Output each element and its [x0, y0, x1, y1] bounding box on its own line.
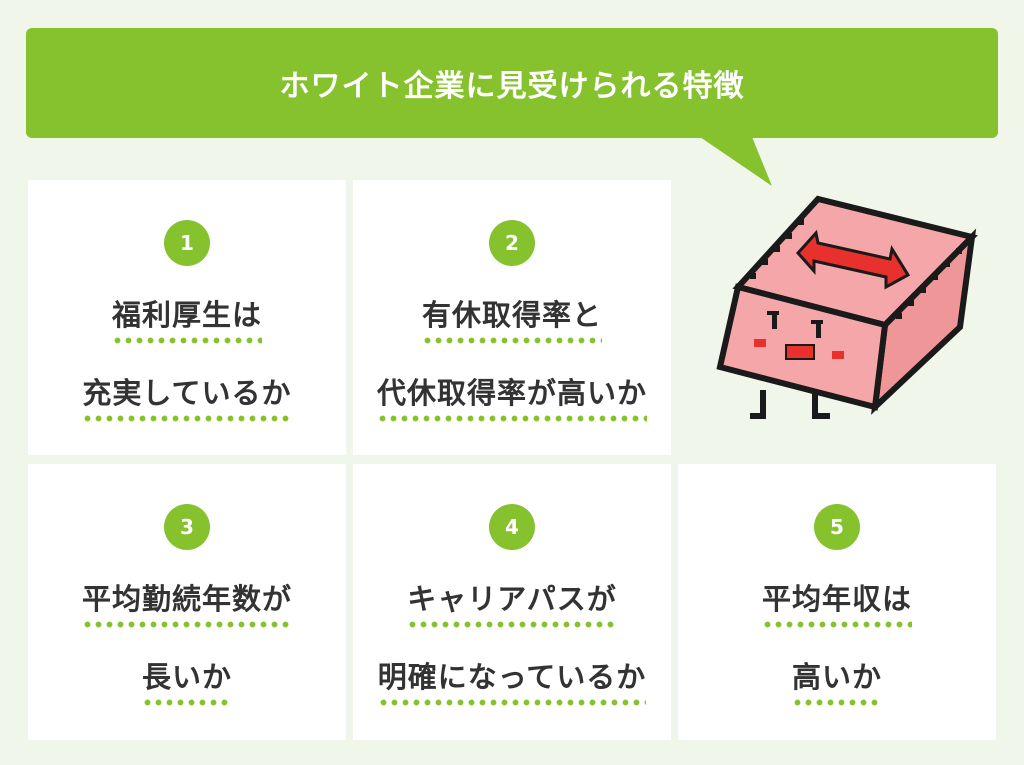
- number-badge: 1: [164, 220, 210, 266]
- number-badge: 5: [814, 504, 860, 550]
- feature-text-line-1: 平均勤続年数が: [81, 576, 292, 628]
- feature-text-line-2: 代休取得率が高いか: [376, 370, 647, 422]
- feature-text-line-2: 高いか: [791, 654, 882, 706]
- feature-card-3: 3 平均勤続年数が 長いか: [28, 464, 346, 740]
- feature-card-4: 4 キャリアパスが 明確になっているか: [353, 464, 671, 740]
- feature-text-line-2: 明確になっているか: [377, 654, 647, 706]
- feature-text-line-2: 長いか: [141, 654, 232, 706]
- number-badge: 2: [489, 220, 535, 266]
- pink-box-character-icon: [716, 195, 978, 419]
- feature-text-line-2: 充実しているか: [82, 370, 292, 422]
- feature-card-5: 5 平均年収は 高いか: [678, 464, 996, 740]
- feature-card-1: 1 福利厚生は 充実しているか: [28, 180, 346, 455]
- feature-text-line-1: 福利厚生は: [111, 292, 262, 344]
- page-title: ホワイト企業に見受けられる特徴: [279, 69, 745, 104]
- feature-text-line-1: キャリアパスが: [407, 576, 617, 628]
- feature-text-line-1: 平均年収は: [761, 576, 912, 628]
- feature-text-line-1: 有休取得率と: [421, 292, 602, 344]
- number-badge: 3: [164, 504, 210, 550]
- title-banner: ホワイト企業に見受けられる特徴: [26, 28, 998, 138]
- feature-card-2: 2 有休取得率と 代休取得率が高いか: [353, 180, 671, 455]
- number-badge: 4: [489, 504, 535, 550]
